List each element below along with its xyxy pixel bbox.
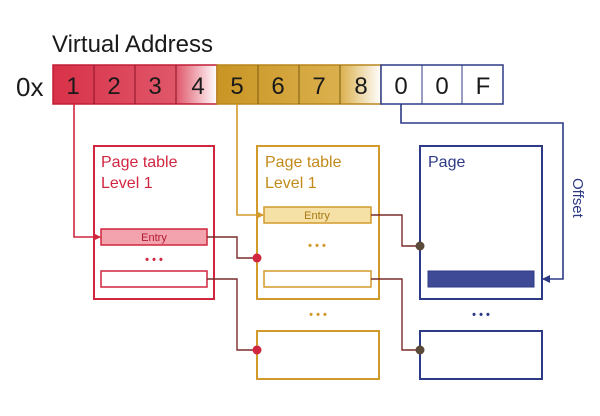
connector-red-lower [207, 278, 257, 351]
page-table-red-title-line1: Page table [101, 154, 178, 171]
address-digit-5: 5 [230, 73, 243, 100]
address-digit-11: F [476, 73, 491, 100]
address-digit-8: 8 [354, 73, 367, 100]
page-table-red-frame [93, 145, 215, 300]
page-table-red-ellipsis: • • • [145, 254, 163, 266]
index-arrow-red [73, 104, 101, 241]
address-digit-4: 4 [191, 73, 204, 100]
connector-gold-entry [371, 214, 420, 247]
address-digit-7: 7 [312, 73, 325, 100]
page-table-red-entry-lower [100, 270, 208, 288]
connector-dot-4 [415, 345, 425, 355]
address-bar: 0x 1 2 3 4 5 6 7 8 0 0 F [16, 64, 504, 105]
table-connectors [207, 214, 420, 351]
connector-red-entry [207, 236, 257, 259]
connector-dot-3 [415, 241, 425, 251]
offset-label: Offset [569, 178, 586, 219]
page-table-gold-entry-lower [263, 270, 372, 288]
address-group-offset [380, 64, 504, 105]
page-title: Page [428, 154, 465, 171]
page-table-gold-entry-label: Entry [304, 210, 330, 222]
connector-dot-1 [252, 253, 262, 263]
page-block: Page [419, 145, 543, 300]
page-table-gold: Page table Level 1 Entry • • • [256, 145, 380, 300]
middle-ellipsis: • • • [309, 309, 327, 321]
index-arrow-gold [236, 104, 264, 219]
connector-dot-2 [252, 345, 262, 355]
offset-arrow [400, 104, 564, 283]
page-ellipsis: • • • [472, 309, 490, 321]
page-table-gold-second [256, 330, 380, 380]
address-digit-2: 2 [107, 73, 120, 100]
connector-dots [252, 241, 425, 355]
address-digit-1: 1 [66, 73, 79, 100]
page-table-gold-title-line2: Level 1 [265, 175, 317, 192]
virtual-address-title: Virtual Address [52, 31, 213, 58]
page-second [419, 330, 543, 380]
address-digit-9: 0 [394, 73, 407, 100]
address-digit-10: 0 [435, 73, 448, 100]
address-dividers [93, 65, 463, 104]
connector-gold-lower [371, 278, 420, 351]
page-table-red-entry-label: Entry [141, 232, 167, 244]
page-table-red: Page table Level 1 Entry • • • [93, 145, 215, 300]
hex-prefix: 0x [16, 72, 43, 102]
page-frame [419, 145, 543, 300]
page-table-gold-title-line1: Page table [265, 154, 342, 171]
address-digit-6: 6 [271, 73, 284, 100]
page-target-byte [427, 270, 535, 288]
page-table-red-title-line2: Level 1 [101, 175, 153, 192]
address-digit-3: 3 [148, 73, 161, 100]
page-table-gold-frame [256, 145, 380, 300]
page-table-gold-ellipsis: • • • [308, 240, 326, 252]
